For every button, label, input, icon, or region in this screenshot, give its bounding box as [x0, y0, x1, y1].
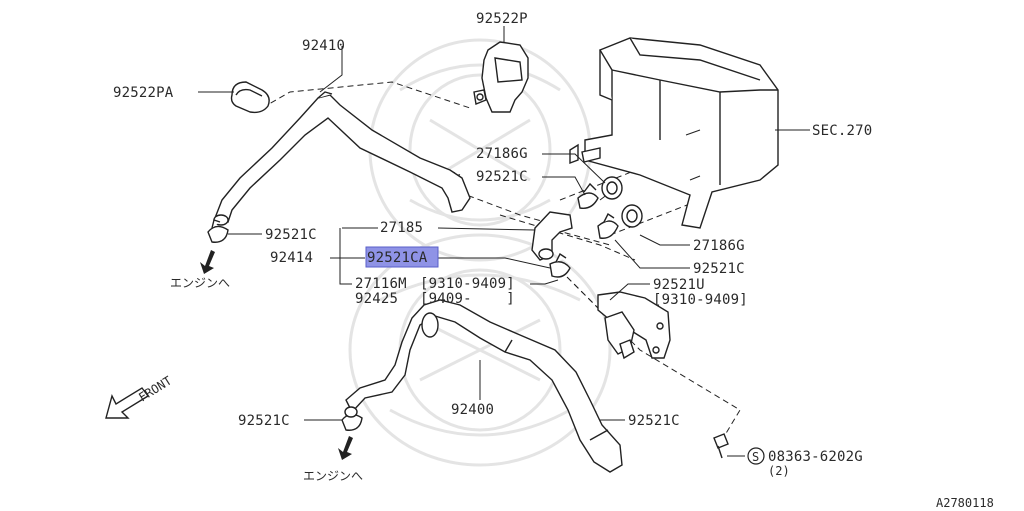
front-arrow — [105, 387, 150, 419]
grommet-27186G-right[interactable] — [621, 204, 643, 228]
label-92521U[interactable]: 92521U — [653, 277, 705, 293]
leader-lines — [198, 46, 810, 457]
label-92521C-top[interactable]: 92521C — [476, 169, 528, 185]
label-27116M-range: [9310-9409] — [420, 276, 515, 292]
label-92425-range: [9409- ] — [420, 291, 515, 307]
label-sec270[interactable]: SEC.270 — [812, 123, 872, 139]
bolt-08363-6202G[interactable] — [713, 433, 729, 459]
label-front: FRONT — [136, 374, 174, 405]
arrow-to-engine-left — [200, 250, 215, 274]
label-27185[interactable]: 27185 — [380, 220, 423, 236]
grommet-27186G-top[interactable] — [601, 176, 623, 200]
label-27186G-right[interactable]: 27186G — [693, 238, 745, 254]
label-27186G-top[interactable]: 27186G — [476, 146, 528, 162]
label-92521C-bottom-right[interactable]: 92521C — [628, 413, 680, 429]
clamp-92521CA[interactable] — [549, 252, 571, 278]
bolt-symbol: S — [752, 450, 759, 464]
label-92410[interactable]: 92410 — [302, 38, 345, 54]
arrow-to-engine-bottom — [338, 436, 353, 460]
label-92521U-range: [9310-9409] — [653, 292, 748, 308]
label-92521C-bottom-left[interactable]: 92521C — [238, 413, 290, 429]
label-92521C-right[interactable]: 92521C — [693, 261, 745, 277]
hose-92410[interactable] — [213, 91, 471, 226]
label-92521C-left[interactable]: 92521C — [265, 227, 317, 243]
clamp-92522PA[interactable] — [230, 81, 270, 114]
clamp-92521C-right[interactable] — [597, 212, 619, 239]
label-92425[interactable]: 92425 — [355, 291, 398, 307]
hose-92400[interactable] — [344, 299, 623, 473]
part-number-highlight — [365, 246, 439, 268]
label-92522PA[interactable]: 92522PA — [113, 85, 174, 101]
bolt-symbol-circle — [747, 447, 765, 465]
label-bolt-08363-6202G[interactable]: 08363-6202G — [768, 449, 863, 465]
sheet-code: A2780118 — [936, 496, 994, 510]
clamp-92521C-top[interactable] — [577, 182, 599, 209]
label-to-engine-1: エンジンへ — [170, 276, 230, 290]
label-to-engine-2: エンジンへ — [303, 469, 363, 483]
valve-92522P[interactable] — [473, 26, 529, 113]
valve-92521U[interactable] — [597, 291, 671, 360]
label-bolt-qty: (2) — [768, 464, 790, 478]
label-92414[interactable]: 92414 — [270, 250, 313, 266]
label-92400[interactable]: 92400 — [451, 402, 494, 418]
label-27116M[interactable]: 27116M — [355, 276, 407, 292]
clamp-92521C-left[interactable] — [207, 219, 229, 243]
label-92522P[interactable]: 92522P — [476, 11, 528, 27]
heater-unit-sec270[interactable] — [569, 37, 779, 229]
label-92521CA[interactable]: 92521CA — [367, 250, 428, 266]
hose-27185[interactable] — [531, 211, 573, 261]
